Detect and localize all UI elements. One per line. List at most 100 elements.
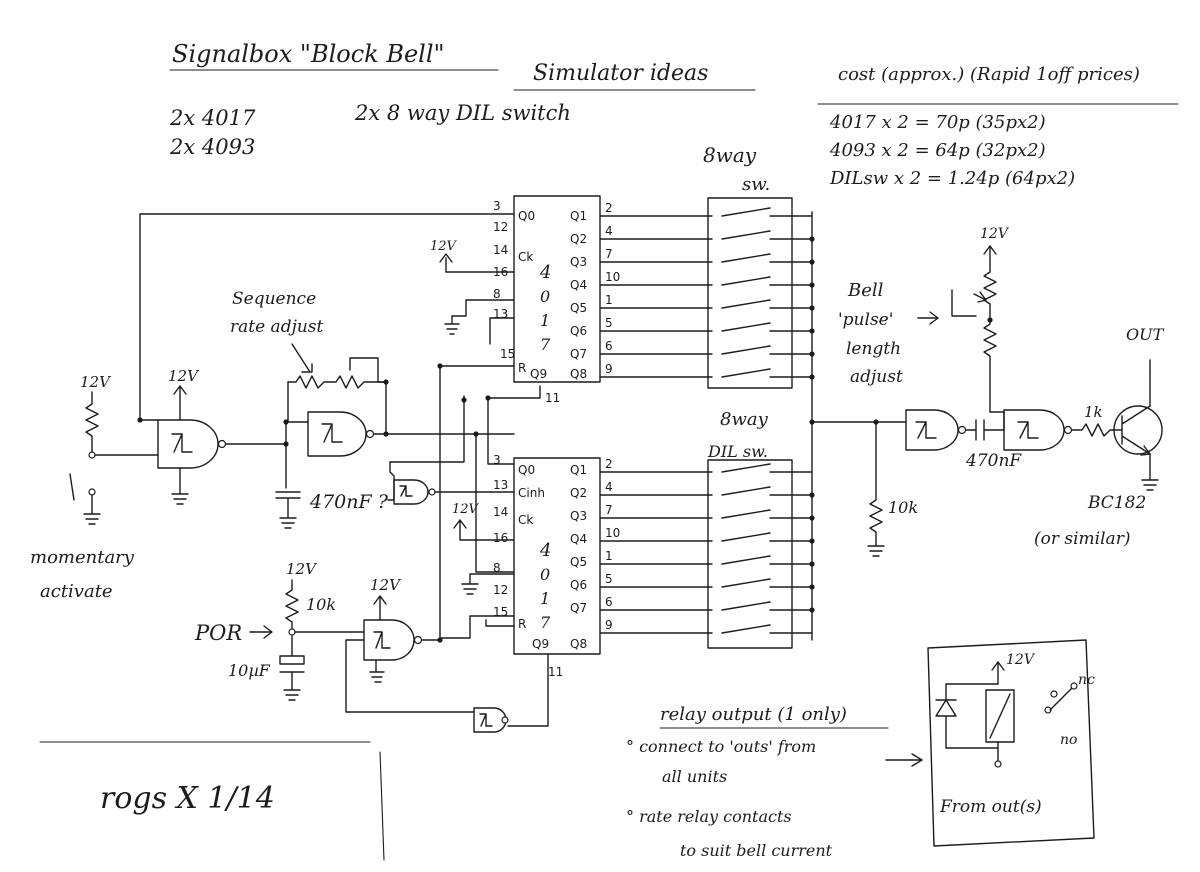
- ct-q6: Q6: [570, 324, 587, 338]
- cb-pin-15: 15: [493, 605, 508, 619]
- ct-pin-12: 12: [493, 220, 508, 234]
- ct-rpin-10: 10: [605, 270, 620, 284]
- cb-pin-16: 16: [493, 531, 508, 545]
- cb-q9: Q9: [532, 637, 549, 651]
- ct-digit-0: 0: [540, 287, 550, 306]
- res-1k-label: 1k: [1084, 403, 1103, 421]
- cb-rpin-2: 2: [605, 457, 613, 471]
- cb-pin-8: 8: [493, 561, 501, 575]
- cb-rpin-6: 6: [605, 595, 613, 609]
- v12-ct: 12V: [430, 239, 458, 254]
- cb-cinh: Cinh: [518, 486, 545, 500]
- ct-rpin-4: 4: [605, 224, 613, 238]
- dil-switch-top: 8way sw.: [703, 143, 813, 389]
- ct-q8: Q8: [570, 367, 587, 381]
- ct-digit-7: 7: [540, 335, 551, 354]
- cb-ck: Ck: [518, 513, 533, 527]
- counter-interconnect: 12V 12V: [430, 239, 541, 639]
- cb-pin-11: 11: [548, 665, 563, 679]
- relay-diagram: 12V nc no From out(s): [927, 639, 1095, 847]
- dil-switch-top-body: [707, 197, 793, 389]
- cb-rpin-5: 5: [605, 572, 613, 586]
- counter-bottom-body: [513, 457, 601, 655]
- ct-rpin-5: 5: [605, 316, 613, 330]
- title-simulator: Simulator ideas: [533, 61, 708, 86]
- cap-470nf-label: 470nF: [965, 451, 1022, 471]
- ct-r: R: [518, 361, 526, 375]
- bell-label-2: 'pulse': [838, 310, 893, 330]
- switch-mid-label: 8way: [720, 409, 769, 430]
- nand-gate-oscillator: Sequence rate adjust 470nF ?: [230, 289, 515, 529]
- cb-rpin-9: 9: [605, 618, 613, 632]
- cb-q5: Q5: [570, 555, 587, 569]
- cap-470nf-question: 470nF ?: [309, 491, 389, 513]
- cb-q2: Q2: [570, 486, 587, 500]
- cb-rpin-1: 1: [605, 549, 613, 563]
- bus-dots-bottom: [809, 492, 815, 613]
- bell-label-3: length: [846, 339, 901, 359]
- ct-q1: Q1: [570, 209, 587, 223]
- ct-digit-4: 4: [539, 262, 551, 283]
- ct-rpin-7: 7: [605, 247, 613, 261]
- ct-pin-13: 13: [493, 307, 508, 321]
- ct-pin-14: 14: [493, 243, 508, 257]
- switch-top-label-2: sw.: [742, 174, 770, 195]
- counter-top-body: [513, 195, 601, 383]
- cb-q7: Q7: [570, 601, 587, 615]
- ct-digit-1: 1: [540, 311, 550, 330]
- relay-note-2: all units: [662, 767, 727, 786]
- cap-10uf-label: 10µF: [228, 661, 271, 680]
- ct-rpin-2: 2: [605, 201, 613, 215]
- ct-q3: Q3: [570, 255, 587, 269]
- cb-pin-14: 14: [493, 505, 508, 519]
- cb-pin-12: 12: [493, 583, 508, 597]
- bottom-output-wires: [599, 471, 713, 634]
- v12-cb: 12V: [452, 502, 480, 517]
- signature-divider: [379, 751, 385, 861]
- cost-header: cost (approx.) (Rapid 1off prices): [838, 64, 1140, 85]
- por-label: POR: [194, 621, 242, 645]
- cb-q0: Q0: [518, 463, 535, 477]
- momentary-switch: 12V momentary activate: [30, 373, 159, 602]
- cb-pin-13: 13: [493, 478, 508, 492]
- cb-digit-4: 4: [539, 540, 551, 561]
- relay-no: no: [1060, 732, 1077, 748]
- seq-rate-label-1: Sequence: [232, 289, 316, 309]
- cb-digit-7: 7: [540, 613, 551, 632]
- cb-q8: Q8: [570, 637, 587, 651]
- ct-q2: Q2: [570, 232, 587, 246]
- ct-rpin-1: 1: [605, 293, 613, 307]
- cb-rpin-10: 10: [605, 526, 620, 540]
- v12-bell: 12V: [980, 226, 1010, 242]
- cb-q1: Q1: [570, 463, 587, 477]
- bus-dots-top: [809, 236, 815, 425]
- cb-r: R: [518, 617, 526, 631]
- ct-pin-15: 15: [500, 347, 515, 361]
- ct-q5: Q5: [570, 301, 587, 315]
- power-on-reset: POR 12V 10k 10µF 12V: [194, 560, 475, 713]
- cb-digit-0: 0: [540, 565, 550, 584]
- cb-rpin-4: 4: [605, 480, 613, 494]
- cb-rpin-7: 7: [605, 503, 613, 517]
- bell-label-4: adjust: [850, 367, 903, 387]
- ct-rpin-6: 6: [605, 339, 613, 353]
- ct-pin-8: 8: [493, 287, 501, 301]
- top-output-wires: [599, 215, 713, 378]
- cb-q3: Q3: [570, 509, 587, 523]
- counter-top: Q0 Ck R 4 0 1 7 Q1 Q2 Q3 Q4 Q5 Q6 Q7 Q8 …: [493, 195, 620, 405]
- part-4017: 2x 4017: [169, 106, 256, 130]
- ct-rpin-9: 9: [605, 362, 613, 376]
- cost-4093: 4093 x 2 = 64p (32px2): [829, 140, 1046, 161]
- ct-pin-11: 11: [545, 391, 560, 405]
- v12-gate1: 12V: [168, 367, 200, 385]
- cost-dil: DILsw x 2 = 1.24p (64px2): [829, 168, 1075, 189]
- part-dil-switch: 2x 8 way DIL switch: [354, 101, 571, 125]
- relay-note-1: ° connect to 'outs' from: [626, 737, 816, 756]
- title-main: Signalbox "Block Bell": [172, 40, 445, 68]
- momentary-label-1: momentary: [30, 547, 135, 568]
- transistor-label-1: BC182: [1087, 493, 1146, 513]
- signature-block: rogs X 1/14: [39, 741, 385, 861]
- res-10k-pd-label: 10k: [888, 498, 918, 517]
